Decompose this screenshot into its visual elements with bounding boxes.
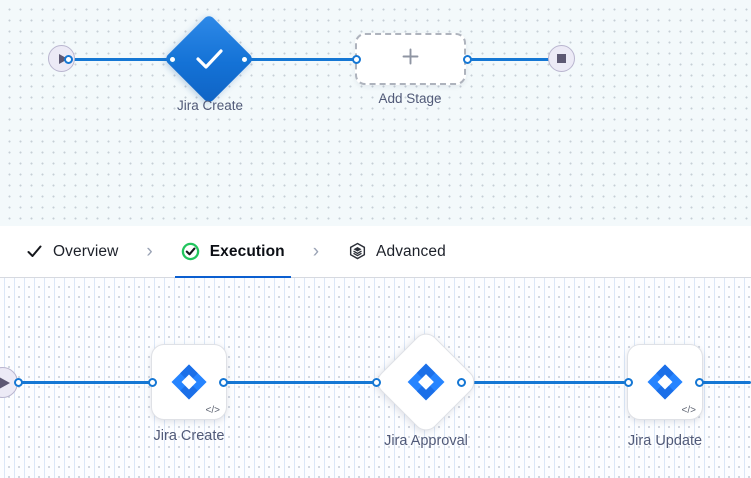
check-circle-icon [181, 242, 201, 262]
port-exec-start-out[interactable] [14, 378, 23, 387]
port-jira-approval-in[interactable] [372, 378, 381, 387]
tab-label-execution: Execution [209, 242, 285, 260]
tab-label-overview: Overview [53, 242, 119, 260]
pipeline-end-node[interactable] [548, 45, 575, 72]
stop-square-icon [557, 54, 566, 63]
jira-icon [171, 364, 207, 400]
tab-label-advanced: Advanced [376, 242, 446, 260]
port-add-stage-in[interactable] [352, 55, 361, 64]
tab-separator-2: › [312, 241, 320, 262]
port-start-out[interactable] [64, 55, 73, 64]
code-badge-icon: </> [205, 405, 220, 416]
port-jira-create-out[interactable] [219, 378, 228, 387]
play-icon [0, 376, 10, 389]
port-jira-approval-out[interactable] [457, 378, 466, 387]
layers-hex-icon [347, 242, 367, 262]
port-jira-create-in[interactable] [168, 55, 177, 64]
jira-icon [647, 364, 683, 400]
tab-execution[interactable]: Execution [174, 226, 291, 279]
plus-icon [401, 47, 420, 71]
step-jira-create[interactable]: </> [151, 344, 227, 420]
edge-jira-update-to-next [699, 381, 751, 384]
pipeline-tabs: Overview › Execution › [0, 226, 751, 279]
code-badge-icon: </> [681, 405, 696, 416]
port-jira-create-out[interactable] [240, 55, 249, 64]
pipeline-overview-canvas[interactable]: Jira Create Add Stage [0, 0, 751, 226]
edge-exec-start-to-jira-create [18, 381, 155, 384]
step-label-jira-update: Jira Update [627, 433, 703, 449]
tab-active-underline [174, 275, 291, 279]
port-jira-update-out[interactable] [695, 378, 704, 387]
edge-jira-approval-to-jira-update [460, 381, 625, 384]
stage-label-jira-create: Jira Create [176, 98, 244, 113]
tab-separator-1: › [146, 241, 153, 262]
pipeline-execution-canvas[interactable]: </> Jira Create Jira Approval [0, 278, 751, 478]
add-stage-label: Add Stage [378, 91, 442, 106]
tab-overview[interactable]: Overview [22, 226, 120, 278]
port-jira-create-in[interactable] [148, 378, 157, 387]
add-stage-button[interactable] [355, 33, 466, 85]
check-icon [24, 242, 44, 262]
edge-jira-create-to-add-stage [243, 58, 356, 61]
edge-start-to-jira-create [68, 58, 176, 61]
step-jira-update[interactable]: </> [627, 344, 703, 420]
edge-add-stage-to-end [466, 58, 553, 61]
edge-jira-create-to-jira-approval [222, 381, 389, 384]
play-icon [58, 53, 68, 64]
step-label-jira-create: Jira Create [153, 428, 225, 444]
port-add-stage-out[interactable] [463, 55, 472, 64]
port-jira-update-in[interactable] [624, 378, 633, 387]
step-label-jira-approval: Jira Approval [384, 433, 468, 449]
tab-advanced[interactable]: Advanced [345, 226, 448, 278]
